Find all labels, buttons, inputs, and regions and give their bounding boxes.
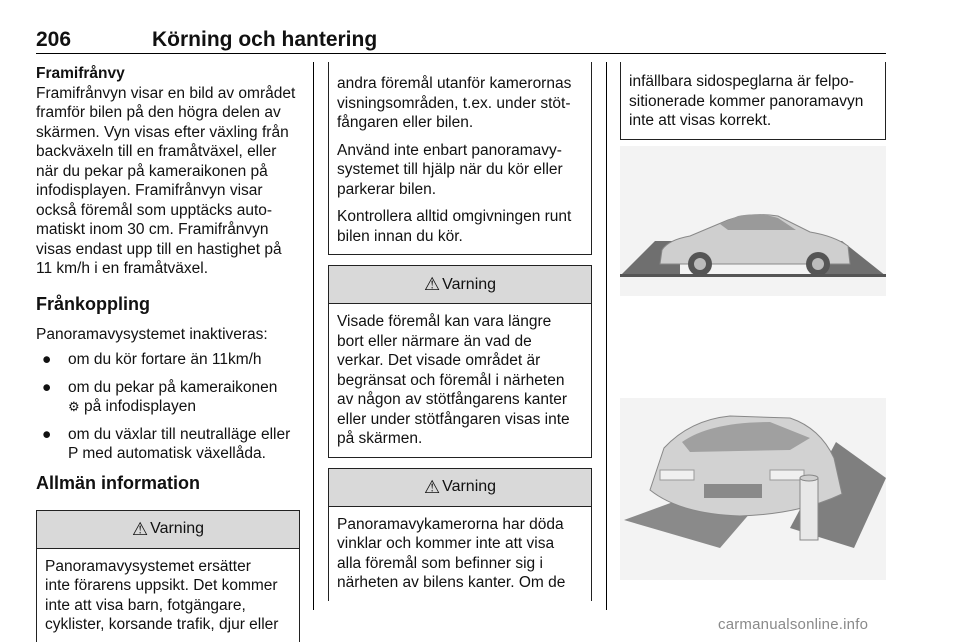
warning-box-1-continued: andra föremål utanför kamerornas visning… (328, 62, 592, 255)
warning-triangle-icon: ⚠ (423, 476, 441, 497)
warning-box-3-continued: infällbara sidospeglarna är felpo- sitio… (620, 62, 886, 140)
side-view-illustration (620, 146, 886, 296)
front-view-paragraph: Framifrånvyn visar en bild av området fr… (36, 84, 296, 278)
obstacle-post (799, 477, 819, 541)
warning-box-3: ⚠ Varning Panoramavykamerorna har döda v… (328, 467, 592, 601)
warning-box-1: ⚠ Varning Panoramavysystemet ersätter in… (36, 509, 300, 642)
bullet-icon: ● (42, 425, 52, 443)
bullet-icon: ● (42, 351, 52, 368)
warning-header: ⚠ Varning (329, 266, 591, 304)
page-number: 206 (36, 28, 72, 51)
chapter-title: Körning och hantering (152, 28, 378, 51)
car-front-view-drawing (624, 415, 886, 548)
column-1: Framifrånvy Framifrånvyn visar en bild a… (36, 64, 300, 642)
grille (704, 484, 762, 498)
column-divider-1 (313, 62, 314, 610)
deactivation-intro: Panoramavysystemet inaktiveras: (36, 325, 268, 343)
list-item: ● om du kör fortare än 11km/h (42, 351, 262, 368)
bullet-icon: ● (42, 378, 52, 396)
gear-icon: ⚙ (68, 399, 80, 414)
warning-body: andra föremål utanför kamerornas visning… (337, 75, 572, 245)
warning-body: infällbara sidospeglarna är felpo- sitio… (629, 73, 864, 129)
watermark: carmanualsonline.info (718, 616, 869, 633)
headlight-right (769, 469, 805, 481)
page-header: 206 Körning och hantering (36, 28, 886, 54)
general-info-heading: Allmän information (36, 472, 201, 493)
front-view-heading: Framifrånvy (36, 65, 125, 82)
car-side-view-drawing (620, 214, 886, 277)
warning-body: Panoramavysystemet ersätter inte föraren… (45, 557, 279, 634)
car-windshield (682, 422, 810, 452)
deactivation-list: ● om du kör fortare än 11km/h ● om du pe… (36, 350, 300, 464)
column-2: andra föremål utanför kamerornas visning… (328, 62, 592, 601)
warning-triangle-icon: ⚠ (423, 274, 441, 294)
warning-box-2: ⚠ Varning Visade föremål kan vara längre… (328, 265, 592, 458)
warning-body: Visade föremål kan vara längre bort elle… (337, 313, 570, 447)
list-item: ● om du pekar på kameraikonen ⚙ på infod… (42, 378, 278, 416)
front-view-illustration (620, 398, 886, 580)
warning-header: ⚠ Varning (37, 510, 299, 549)
warning-body: Panoramavykamerorna har döda vinklar och… (337, 515, 566, 592)
ground-line (620, 274, 886, 277)
deactivation-heading: Frånkoppling (36, 293, 150, 314)
column-divider-2 (606, 62, 607, 610)
column-3: infällbara sidospeglarna är felpo- sitio… (620, 62, 886, 140)
headlight-left (659, 469, 695, 481)
list-item: ● om du växlar till neutralläge eller P … (42, 425, 291, 463)
warning-triangle-icon: ⚠ (131, 518, 149, 539)
warning-header: ⚠ Varning (329, 468, 591, 507)
car-windows (720, 214, 796, 230)
